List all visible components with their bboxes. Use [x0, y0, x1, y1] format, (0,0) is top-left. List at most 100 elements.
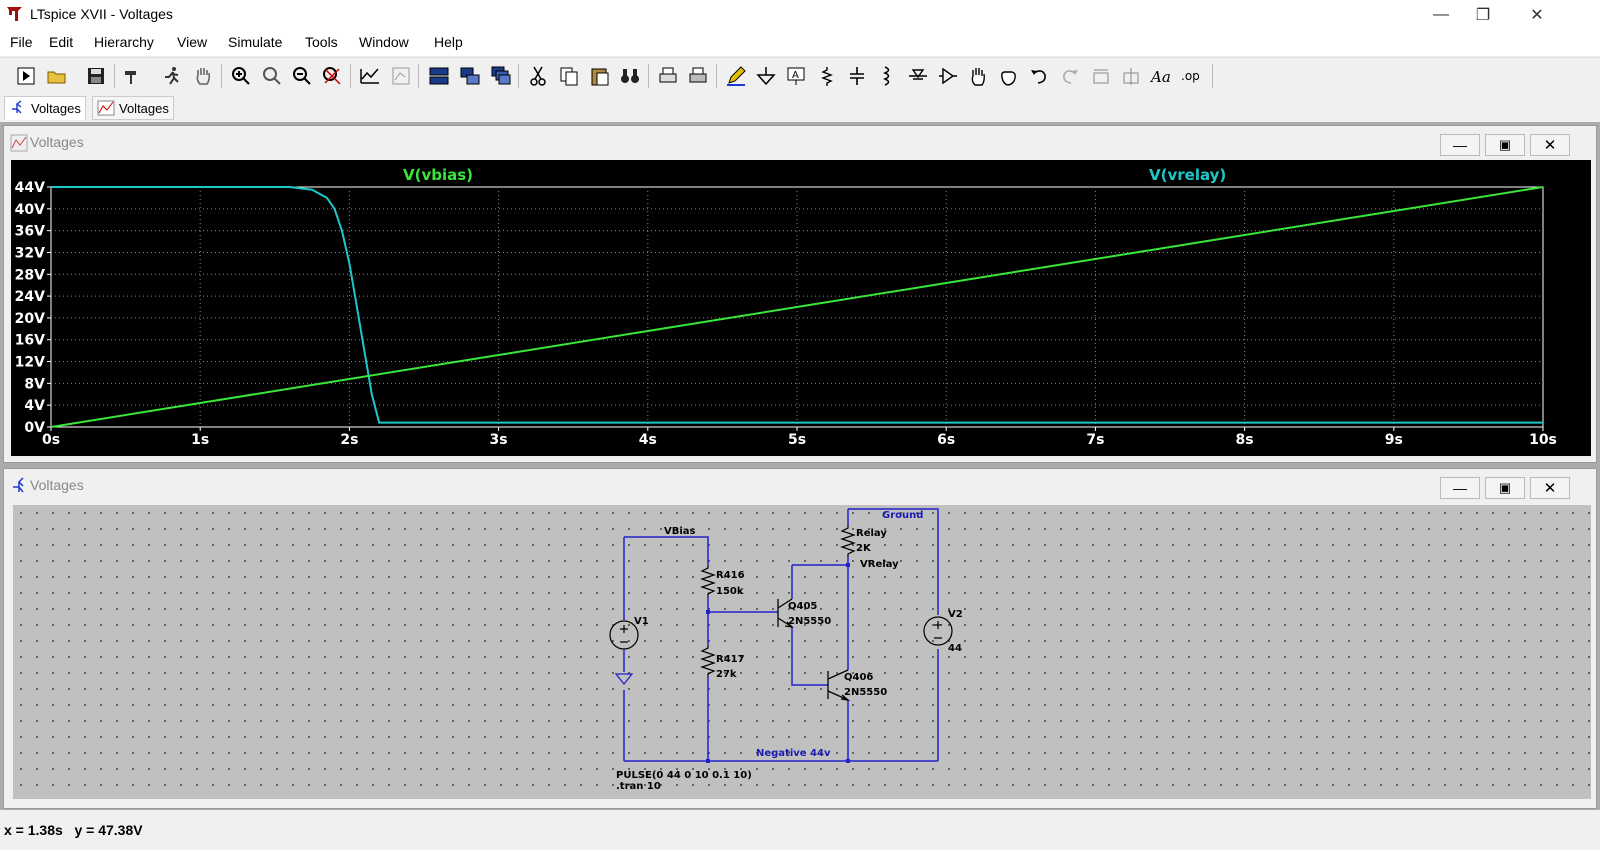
legend-entry: V(vbias) [403, 166, 473, 184]
schematic-maximize-button[interactable]: ▣ [1485, 477, 1525, 499]
restore-button[interactable]: ❐ [1460, 0, 1506, 30]
schematic-close-button[interactable]: ✕ [1530, 477, 1570, 499]
open-button[interactable] [45, 64, 69, 88]
toolbar-separator [648, 64, 649, 88]
x-tick-label: 7s [1086, 432, 1104, 448]
y-tick-label: 16V [15, 333, 45, 349]
new-schematic-button[interactable] [14, 64, 38, 88]
place-diode-button[interactable] [906, 64, 930, 88]
menu-tools[interactable]: Tools [305, 34, 338, 50]
menu-view[interactable]: View [177, 34, 208, 50]
cut-button[interactable] [526, 64, 550, 88]
close-icon: ✕ [1543, 480, 1557, 497]
label-net-button[interactable]: A [784, 64, 808, 88]
drag-button[interactable] [996, 64, 1020, 88]
control-panel-button[interactable] [121, 64, 145, 88]
tile-horizontal-button[interactable] [427, 64, 451, 88]
transistor-q406[interactable] [827, 669, 851, 701]
cursor-y: y = 47.38V [74, 822, 143, 838]
redo-button[interactable] [1058, 64, 1082, 88]
place-component-button[interactable] [936, 64, 960, 88]
scissors-icon [530, 66, 546, 86]
menu-file[interactable]: File [10, 34, 33, 50]
minimize-icon: — [1433, 6, 1449, 23]
voltage-source-v1[interactable] [609, 620, 639, 650]
svg-text:A: A [792, 70, 799, 81]
plot-minimize-button[interactable]: — [1440, 134, 1480, 156]
place-inductor-button[interactable] [875, 64, 899, 88]
plot-settings-button[interactable] [389, 64, 413, 88]
copy-button[interactable] [557, 64, 581, 88]
menu-simulate[interactable]: Simulate [228, 34, 283, 50]
menu-hierarchy[interactable]: Hierarchy [94, 34, 154, 50]
maximize-icon: ▣ [1498, 480, 1512, 495]
legend-entry: V(vrelay) [1149, 166, 1226, 184]
place-ground-button[interactable] [754, 64, 778, 88]
pan-button[interactable] [260, 64, 284, 88]
menu-window[interactable]: Window [359, 34, 409, 50]
autorange-button[interactable] [358, 64, 382, 88]
place-capacitor-button[interactable] [845, 64, 869, 88]
schematic-drawing[interactable]: VBias Ground Relay 2K VRelay R416 150k Q… [13, 505, 1591, 799]
close-button[interactable]: ✕ [1514, 0, 1560, 30]
save-button[interactable] [84, 64, 108, 88]
schematic-window-header[interactable]: Voltages — ▣ ✕ [4, 469, 1596, 501]
new-schematic-icon [17, 67, 35, 85]
schematic-window: Voltages — ▣ ✕ [3, 468, 1597, 809]
tab-waveform[interactable]: Voltages [92, 96, 174, 120]
running-man-icon [165, 67, 179, 85]
undo-button[interactable] [1027, 64, 1051, 88]
plot-close-button[interactable]: ✕ [1530, 134, 1570, 156]
move-button[interactable] [966, 64, 990, 88]
schematic-icon [12, 100, 22, 114]
toolbar-separator [350, 64, 351, 88]
spice-directive-button[interactable]: .op [1179, 64, 1203, 88]
plot-maximize-button[interactable]: ▣ [1485, 134, 1525, 156]
plot-window-header[interactable]: Voltages — ▣ ✕ [4, 126, 1596, 158]
x-tick-label: 5s [788, 432, 806, 448]
voltage-source-v2[interactable] [923, 616, 953, 646]
menu-edit[interactable]: Edit [49, 34, 74, 50]
resistor-relay[interactable] [840, 525, 856, 557]
x-tick-label: 10s [1529, 432, 1557, 448]
minimize-icon: — [1453, 480, 1467, 496]
mirror-button[interactable] [1119, 64, 1143, 88]
minimize-button[interactable]: — [1418, 0, 1464, 30]
toolbar-separator [221, 64, 222, 88]
cascade-button[interactable] [489, 64, 513, 88]
schematic-minimize-button[interactable]: — [1440, 477, 1480, 499]
text-icon: Aa [1150, 68, 1171, 86]
place-resistor-button[interactable] [815, 64, 839, 88]
paste-button[interactable] [588, 64, 612, 88]
halt-button[interactable] [191, 64, 215, 88]
resistor-r417[interactable] [700, 645, 716, 677]
print-button[interactable] [686, 64, 710, 88]
schematic-canvas[interactable]: VBias Ground Relay 2K VRelay R416 150k Q… [13, 505, 1591, 799]
rotate-button[interactable] [1089, 64, 1113, 88]
schematic-window-title: Voltages [30, 477, 84, 493]
text-button[interactable]: Aa [1149, 64, 1173, 88]
status-bar: x = 1.38s y = 47.38V [0, 812, 1600, 850]
zoom-out-icon [293, 67, 311, 85]
tab-label: Voltages [119, 100, 169, 116]
draw-wire-button[interactable] [724, 64, 748, 88]
netlabel-ground: Ground [882, 510, 923, 521]
zoom-in-button[interactable] [229, 64, 253, 88]
print-setup-button[interactable] [656, 64, 680, 88]
label-r417-value: 27k [716, 669, 737, 680]
menu-help[interactable]: Help [434, 34, 463, 50]
tile-vertical-button[interactable] [458, 64, 482, 88]
label-q406: Q406 [844, 672, 873, 683]
resistor-r416[interactable] [700, 565, 716, 597]
run-button[interactable] [160, 64, 184, 88]
find-button[interactable] [618, 64, 642, 88]
zoom-fit-button[interactable] [320, 64, 344, 88]
label-pulse: PULSE(0 44 0 10 0.1 10) [616, 770, 752, 781]
zoom-out-button[interactable] [290, 64, 314, 88]
transistor-q405[interactable] [777, 598, 794, 628]
tab-schematic[interactable]: Voltages [4, 96, 86, 120]
x-tick-label: 3s [490, 432, 508, 448]
